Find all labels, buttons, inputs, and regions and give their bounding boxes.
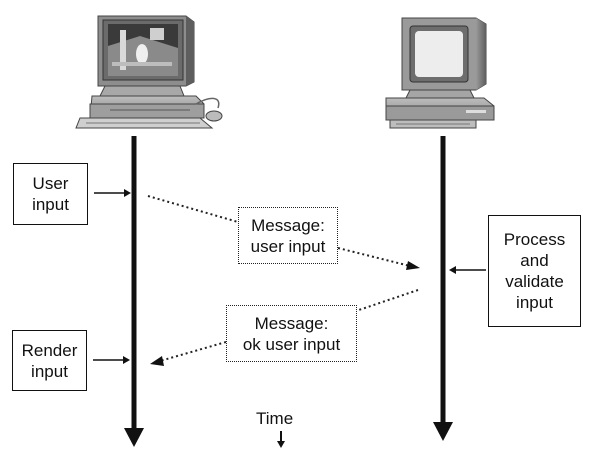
time-label: Time bbox=[256, 409, 294, 428]
render-input-box: Render input bbox=[12, 330, 87, 391]
server-computer-icon bbox=[385, 17, 495, 129]
client-lifeline bbox=[124, 136, 144, 447]
user-input-arrow bbox=[94, 189, 131, 197]
user-input-label: User input bbox=[32, 174, 69, 214]
request-message-box: Message: user input bbox=[238, 207, 338, 264]
process-validate-label: Process and validate input bbox=[503, 230, 566, 312]
render-input-label: Render input bbox=[21, 340, 78, 381]
response-message-box: Message: ok user input bbox=[226, 305, 357, 362]
render-input-arrow bbox=[93, 356, 130, 364]
process-input-arrow bbox=[449, 266, 486, 274]
time-arrow bbox=[277, 431, 285, 448]
user-input-box: User input bbox=[13, 163, 88, 225]
response-message-label: Message: ok user input bbox=[242, 313, 341, 354]
request-message-label: Message: user input bbox=[250, 215, 326, 256]
process-validate-box: Process and validate input bbox=[488, 215, 581, 327]
server-lifeline bbox=[433, 136, 453, 441]
response-message-arrow bbox=[150, 289, 419, 366]
client-computer-icon bbox=[75, 15, 223, 129]
request-message-arrow bbox=[147, 195, 420, 270]
